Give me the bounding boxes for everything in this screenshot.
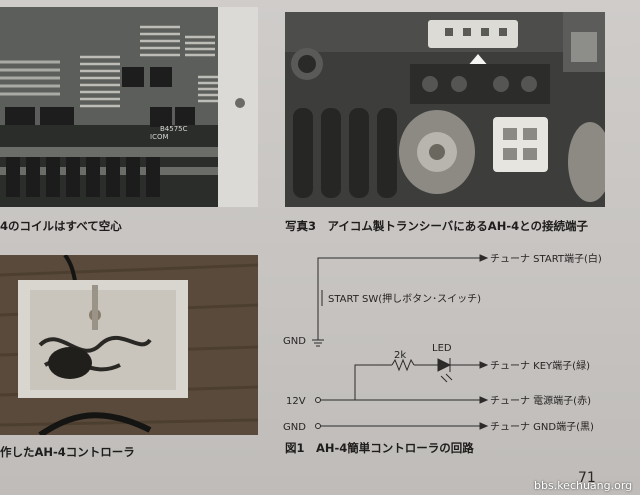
watermark: bbs.kechuang.org xyxy=(534,479,633,492)
label-power-terminal: チューナ 電源端子(赤) xyxy=(490,394,591,407)
label-start-terminal: チューナ START端子(白) xyxy=(490,252,602,265)
label-key-terminal: チューナ KEY端子(緑) xyxy=(490,359,590,372)
page-number: 71 xyxy=(578,470,596,486)
caption-photo3: 写真3 アイコム製トランシーバにあるAH-4との接続端子 xyxy=(285,219,588,233)
label-led: LED xyxy=(432,343,452,354)
caption-figure1: 図1 AH-4簡単コントローラの回路 xyxy=(285,441,474,455)
label-gnd-top: GND xyxy=(283,336,306,347)
board-brand: ICOM xyxy=(150,133,169,141)
photo-connector-panel xyxy=(285,12,605,207)
circuit-diagram: チューナ START端子(白) START SW(押しボタン･スイッチ) GND… xyxy=(283,252,602,433)
photo-coils: B4575C ICOM xyxy=(0,7,258,207)
caption-photo4: 作したAH-4コントローラ xyxy=(0,445,135,459)
label-resistor: 2k xyxy=(394,350,406,361)
caption-photo2: 4のコイルはすべて空心 xyxy=(0,219,122,233)
photo-connector-image xyxy=(285,12,605,207)
photo-controller-image xyxy=(0,255,258,435)
photo-coils-image: B4575C ICOM xyxy=(0,7,258,207)
label-gnd-terminal: チューナ GND端子(黒) xyxy=(490,420,594,433)
board-marking: B4575C xyxy=(160,125,188,133)
label-12v: 12V xyxy=(286,396,306,407)
label-start-switch: START SW(押しボタン･スイッチ) xyxy=(328,292,481,305)
photo-controller-box xyxy=(0,255,258,435)
label-gnd-bottom: GND xyxy=(283,422,306,433)
